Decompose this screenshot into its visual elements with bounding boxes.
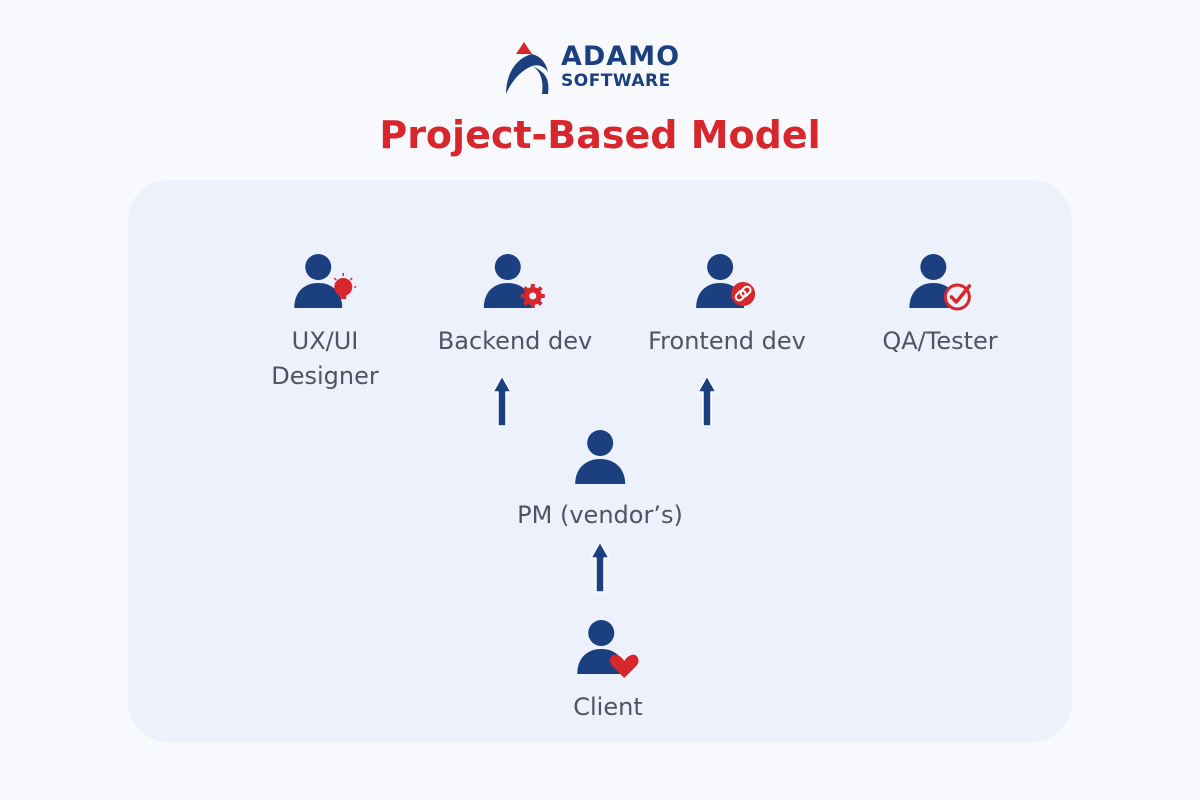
person-icon <box>294 254 356 308</box>
role-client: Client <box>573 618 643 725</box>
role-qa-tester: QA/Tester <box>882 252 998 359</box>
role-label: QA/Tester <box>882 327 998 355</box>
role-pm: PM (vendor’s) <box>517 428 683 533</box>
role-ux-ui-designer: UX/UI Designer <box>271 252 379 394</box>
check-circle-icon <box>943 283 971 311</box>
arrow-up-icon <box>590 541 610 593</box>
adamo-logo-icon <box>506 42 549 94</box>
link-icon <box>731 282 755 306</box>
role-frontend-dev: Frontend dev <box>648 252 806 359</box>
person-icon <box>908 254 971 311</box>
role-backend-dev: Backend dev <box>438 252 592 359</box>
page-title: Project-Based Model <box>379 113 821 157</box>
heart-icon <box>609 654 639 678</box>
person-icon <box>483 254 545 308</box>
brand-name: ADAMO <box>561 41 681 72</box>
role-label: UX/UI Designer <box>271 324 379 394</box>
adamo-logo: ADAMO SOFTWARE <box>502 40 702 98</box>
role-label: Frontend dev <box>648 327 806 355</box>
lightbulb-icon <box>333 273 356 299</box>
role-label: Client <box>573 693 643 721</box>
person-icon <box>696 254 755 308</box>
person-icon <box>576 620 639 678</box>
gear-icon <box>520 284 545 308</box>
arrow-up-icon <box>697 375 717 427</box>
role-label-line1: UX/UI <box>291 327 359 355</box>
brand-subtitle: SOFTWARE <box>561 71 671 91</box>
person-icon <box>574 430 625 484</box>
role-label: Backend dev <box>437 327 593 355</box>
arrow-up-icon <box>492 375 512 427</box>
role-label-line2: Designer <box>271 362 379 390</box>
role-label: PM (vendor’s) <box>517 501 683 529</box>
